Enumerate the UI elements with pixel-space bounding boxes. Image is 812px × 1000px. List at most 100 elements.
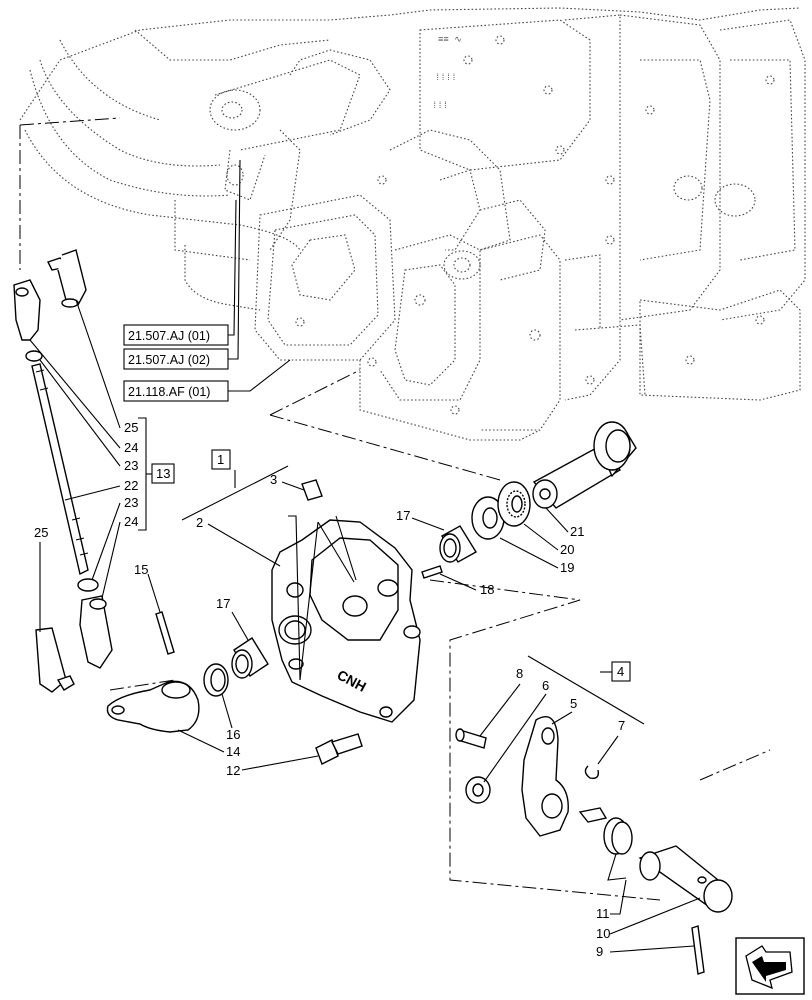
callout-12: 12 (226, 763, 240, 778)
callout-bracket-13 (138, 417, 152, 531)
leader-17b (411, 517, 445, 531)
leader-20 (523, 523, 559, 551)
leader-housing-c (317, 521, 355, 583)
callout-5: 5 (570, 696, 577, 711)
needle-bearing-17-left (231, 637, 269, 679)
leader-24 (29, 339, 121, 449)
upper-clip (57, 249, 87, 306)
leader-19 (499, 537, 559, 569)
lower-clip-pin (56, 675, 75, 691)
leader-14 (177, 729, 225, 753)
callout-22: 22 (124, 478, 138, 493)
group-1-bracket (181, 465, 289, 521)
leader-2 (207, 523, 281, 567)
callout-3: 3 (270, 472, 277, 487)
callout-6: 6 (542, 678, 549, 693)
shaft-21 (532, 421, 637, 509)
pivot-shaft-10 (638, 845, 733, 913)
callout-24: 24 (124, 514, 138, 529)
needle-bearing-17-right (439, 525, 477, 563)
leader-24b (101, 521, 121, 599)
reference-label: 21.507.AJ (01) (128, 329, 210, 343)
callout-9: 9 (596, 944, 603, 959)
leader-9 (609, 945, 695, 953)
pin-18 (421, 565, 443, 579)
group-4-bracket (527, 655, 645, 725)
callout-23: 23 (124, 495, 138, 510)
callout-17: 17 (216, 596, 230, 611)
assembly-centerlines (19, 117, 771, 901)
lower-clip (35, 627, 67, 693)
callout-25: 25 (124, 420, 138, 435)
housing-text-ghost-2: ⁞⁞⁞⁞ (435, 73, 457, 83)
callout-18: 18 (480, 582, 494, 597)
callout-17: 17 (396, 508, 410, 523)
callout-25: 25 (34, 525, 48, 540)
thrust-bearing-20 (497, 481, 531, 527)
reference-box-21-118-af-01[interactable]: 21.118.AF (01) (123, 380, 229, 402)
cam-lever-5 (521, 716, 569, 837)
leader-6 (483, 693, 547, 783)
callout-16: 16 (226, 727, 240, 742)
callout-21: 21 (570, 524, 584, 539)
group-box-13 (151, 463, 175, 484)
upper-nut (25, 350, 43, 362)
leader-23 (39, 359, 121, 467)
leader-12 (241, 755, 319, 771)
callout-14: 14 (226, 744, 240, 759)
leader-11 (610, 879, 627, 915)
group-box-1 (211, 449, 231, 470)
valve-housing-2: CNH (271, 519, 421, 723)
callout-11: 11 (596, 906, 610, 921)
leader-22 (64, 485, 121, 501)
group-label-4: 4 (617, 664, 624, 679)
housing-text-ghost-1: ≡≡ ∿ (438, 35, 462, 45)
circlip-7 (584, 765, 600, 780)
leader-ref-aj02 (228, 159, 241, 360)
threaded-rod (31, 363, 89, 576)
leader-7 (597, 735, 619, 765)
leader-3 (281, 481, 305, 491)
leader-21 (545, 507, 569, 533)
leader-5 (551, 711, 573, 725)
callout-23: 23 (124, 458, 138, 473)
leader-ref-af01 (228, 359, 291, 392)
leader-17a (231, 611, 249, 641)
reference-box-21-507-aj-02[interactable]: 21.507.AJ (02) (123, 348, 229, 370)
roller-6 (465, 776, 491, 804)
leader-23b (91, 502, 121, 581)
leader-8 (479, 683, 521, 737)
next-page-arrow-icon[interactable] (735, 937, 805, 995)
housing-text-ghost-3: ⁞⁞⁞ (432, 101, 448, 111)
seal-16 (203, 663, 229, 697)
callout-19: 19 (560, 560, 574, 575)
callout-24: 24 (124, 440, 138, 455)
leader-25 (75, 299, 121, 429)
reference-label: 21.507.AJ (02) (128, 353, 210, 367)
plug-3 (301, 479, 323, 501)
leader-housing-a (288, 515, 301, 681)
leader-18 (439, 573, 477, 591)
torsion-spring-11 (578, 807, 633, 881)
washer-19 (471, 496, 505, 540)
lever-arm-14 (106, 680, 200, 733)
leader-15 (147, 573, 161, 613)
reference-box-21-507-aj-01[interactable]: 21.507.AJ (01) (123, 324, 229, 346)
leader-16 (221, 693, 233, 729)
leader-housing-d (335, 515, 357, 581)
linkage-rod-assembly (13, 249, 113, 693)
group-label-1: 1 (217, 452, 224, 467)
pin-15 (155, 611, 175, 655)
callout-2: 2 (196, 515, 203, 530)
callout-8: 8 (516, 666, 523, 681)
reference-label: 21.118.AF (01) (128, 385, 210, 399)
callout-10: 10 (596, 926, 610, 941)
callout-7: 7 (618, 718, 625, 733)
roll-pin-9 (691, 925, 705, 975)
group-label-13: 13 (156, 466, 170, 481)
transmission-housing-outline: ≡≡ ∿ ⁞⁞⁞⁞ ⁞⁞⁞ (19, 7, 806, 441)
callout-15: 15 (134, 562, 148, 577)
lower-nut (77, 578, 99, 592)
leader-10 (609, 897, 701, 935)
